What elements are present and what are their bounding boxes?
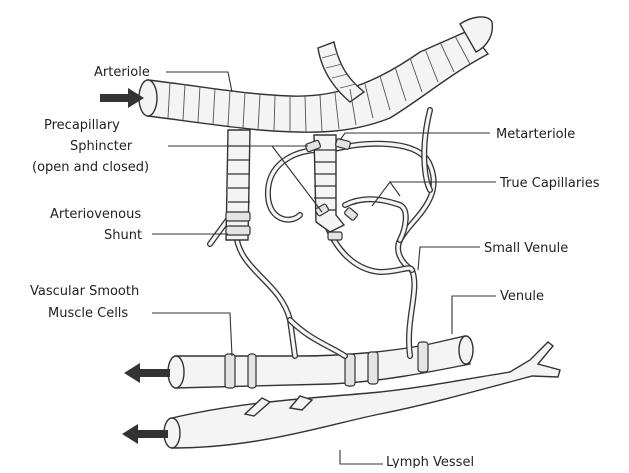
label-lymph-vessel: Lymph Vessel bbox=[386, 455, 474, 468]
arrow-right-icon bbox=[100, 88, 144, 108]
arrow-left-icon bbox=[124, 363, 170, 383]
arteriole-vessel bbox=[139, 17, 492, 132]
label-precapillary-sphincter-1: Precapillary bbox=[44, 118, 120, 133]
label-vascular-smooth-muscle-1: Vascular Smooth bbox=[30, 284, 139, 299]
label-arteriovenous-shunt-1: Arteriovenous bbox=[50, 207, 141, 222]
label-arteriole: Arteriole bbox=[94, 65, 150, 80]
label-precapillary-sphincter-3: (open and closed) bbox=[32, 160, 149, 175]
label-vascular-smooth-muscle-2: Muscle Cells bbox=[48, 306, 128, 321]
arrow-left-icon bbox=[122, 424, 168, 444]
label-small-venule: Small Venule bbox=[484, 241, 568, 256]
label-arteriovenous-shunt-2: Shunt bbox=[104, 228, 142, 243]
label-true-capillaries: True Capillaries bbox=[499, 176, 600, 191]
label-venule: Venule bbox=[500, 289, 544, 304]
label-metarteriole: Metarteriole bbox=[496, 127, 575, 142]
label-precapillary-sphincter-2: Sphincter bbox=[70, 139, 133, 154]
